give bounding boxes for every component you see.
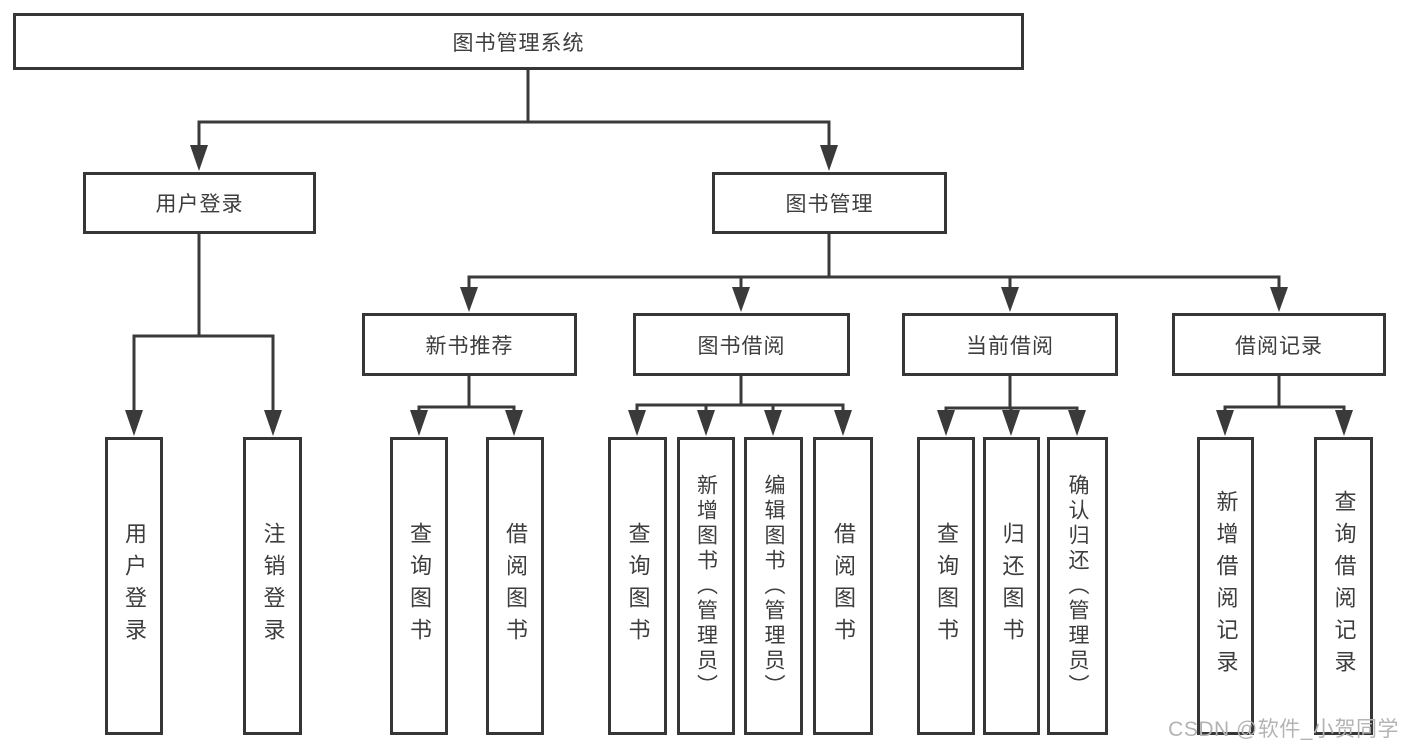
connector-new-book-recommend-to-leaves (410, 374, 523, 436)
node-book-management: 图书管理 (712, 172, 947, 234)
node-new-book-recommend-label: 新书推荐 (425, 334, 514, 358)
connector-borrow-records-to-leaves (1216, 374, 1353, 436)
arrowhead (820, 145, 838, 171)
node-current-borrow: 当前借阅 (902, 313, 1118, 376)
leaf-records-add-record-label: 新增借阅记录 (1213, 490, 1239, 682)
node-borrow-records: 借阅记录 (1172, 313, 1386, 376)
leaf-borrow-add-books-admin: 新增图书（管理员） (677, 437, 735, 735)
arrowhead (460, 287, 478, 312)
node-new-book-recommend: 新书推荐 (362, 313, 577, 376)
leaf-recommend-query-books-label: 查询图书 (407, 522, 432, 650)
leaf-borrow-query-books-label: 查询图书 (625, 522, 651, 650)
leaf-current-confirm-return-admin: 确认归还（管理员） (1047, 437, 1108, 735)
arrowhead (1001, 287, 1019, 312)
connector-book-borrow-to-leaves (628, 374, 852, 436)
arrowhead (264, 410, 282, 436)
connector-user-login-to-leaves (125, 232, 282, 436)
node-book-borrow-label: 图书借阅 (697, 334, 786, 358)
leaf-recommend-borrow-books-label: 借阅图书 (503, 522, 528, 650)
leaf-recommend-query-books: 查询图书 (390, 437, 448, 735)
leaf-logout: 注销登录 (243, 437, 302, 735)
leaf-current-query-books-label: 查询图书 (934, 522, 959, 650)
arrowhead (125, 410, 143, 436)
arrowhead (410, 410, 428, 436)
leaf-current-return-books: 归还图书 (983, 437, 1040, 735)
arrowhead (697, 410, 715, 436)
leaf-current-query-books: 查询图书 (917, 437, 975, 735)
arrowhead (1002, 410, 1020, 436)
leaf-user-login: 用户登录 (105, 437, 163, 735)
arrowhead (505, 410, 523, 436)
leaf-borrow-edit-books-admin-label: 编辑图书（管理员） (762, 473, 785, 699)
arrowhead (1216, 410, 1234, 436)
arrowhead (764, 410, 782, 436)
leaf-records-query-record-label: 查询借阅记录 (1331, 490, 1357, 682)
arrowhead (1068, 410, 1086, 436)
node-book-management-label: 图书管理 (785, 193, 874, 216)
leaf-current-return-books-label: 归还图书 (999, 522, 1025, 650)
arrowhead (1335, 410, 1353, 436)
node-user-login-label: 用户登录 (155, 193, 244, 216)
node-root: 图书管理系统 (13, 13, 1024, 70)
arrowhead (1270, 287, 1288, 312)
connector-root-to-level2 (190, 68, 838, 171)
arrowhead (834, 410, 852, 436)
leaf-records-query-record: 查询借阅记录 (1314, 437, 1373, 735)
leaf-logout-label: 注销登录 (260, 522, 286, 650)
arrowhead (732, 287, 750, 312)
node-current-borrow-label: 当前借阅 (966, 334, 1054, 358)
leaf-borrow-add-books-admin-label: 新增图书（管理员） (694, 473, 718, 699)
node-root-label: 图书管理系统 (452, 31, 585, 55)
leaf-user-login-label: 用户登录 (122, 522, 147, 650)
connector-current-borrow-to-leaves (937, 374, 1086, 436)
arrowhead (190, 145, 208, 171)
node-borrow-records-label: 借阅记录 (1235, 334, 1323, 358)
node-book-borrow: 图书借阅 (633, 313, 850, 376)
leaf-current-confirm-return-admin-label: 确认归还（管理员） (1066, 473, 1089, 699)
leaf-recommend-borrow-books: 借阅图书 (486, 437, 544, 735)
leaf-borrow-borrow-books-label: 借阅图书 (831, 522, 856, 650)
watermark: CSDN @软件_小贺同学 (1168, 718, 1399, 741)
leaf-borrow-query-books: 查询图书 (608, 437, 667, 735)
leaf-borrow-edit-books-admin: 编辑图书（管理员） (744, 437, 803, 735)
leaf-borrow-borrow-books: 借阅图书 (813, 437, 873, 735)
connector-book-management-to-level3 (460, 232, 1288, 312)
arrowhead (937, 410, 955, 436)
arrowhead (628, 410, 646, 436)
leaf-records-add-record: 新增借阅记录 (1197, 437, 1254, 735)
node-user-login: 用户登录 (83, 172, 316, 234)
